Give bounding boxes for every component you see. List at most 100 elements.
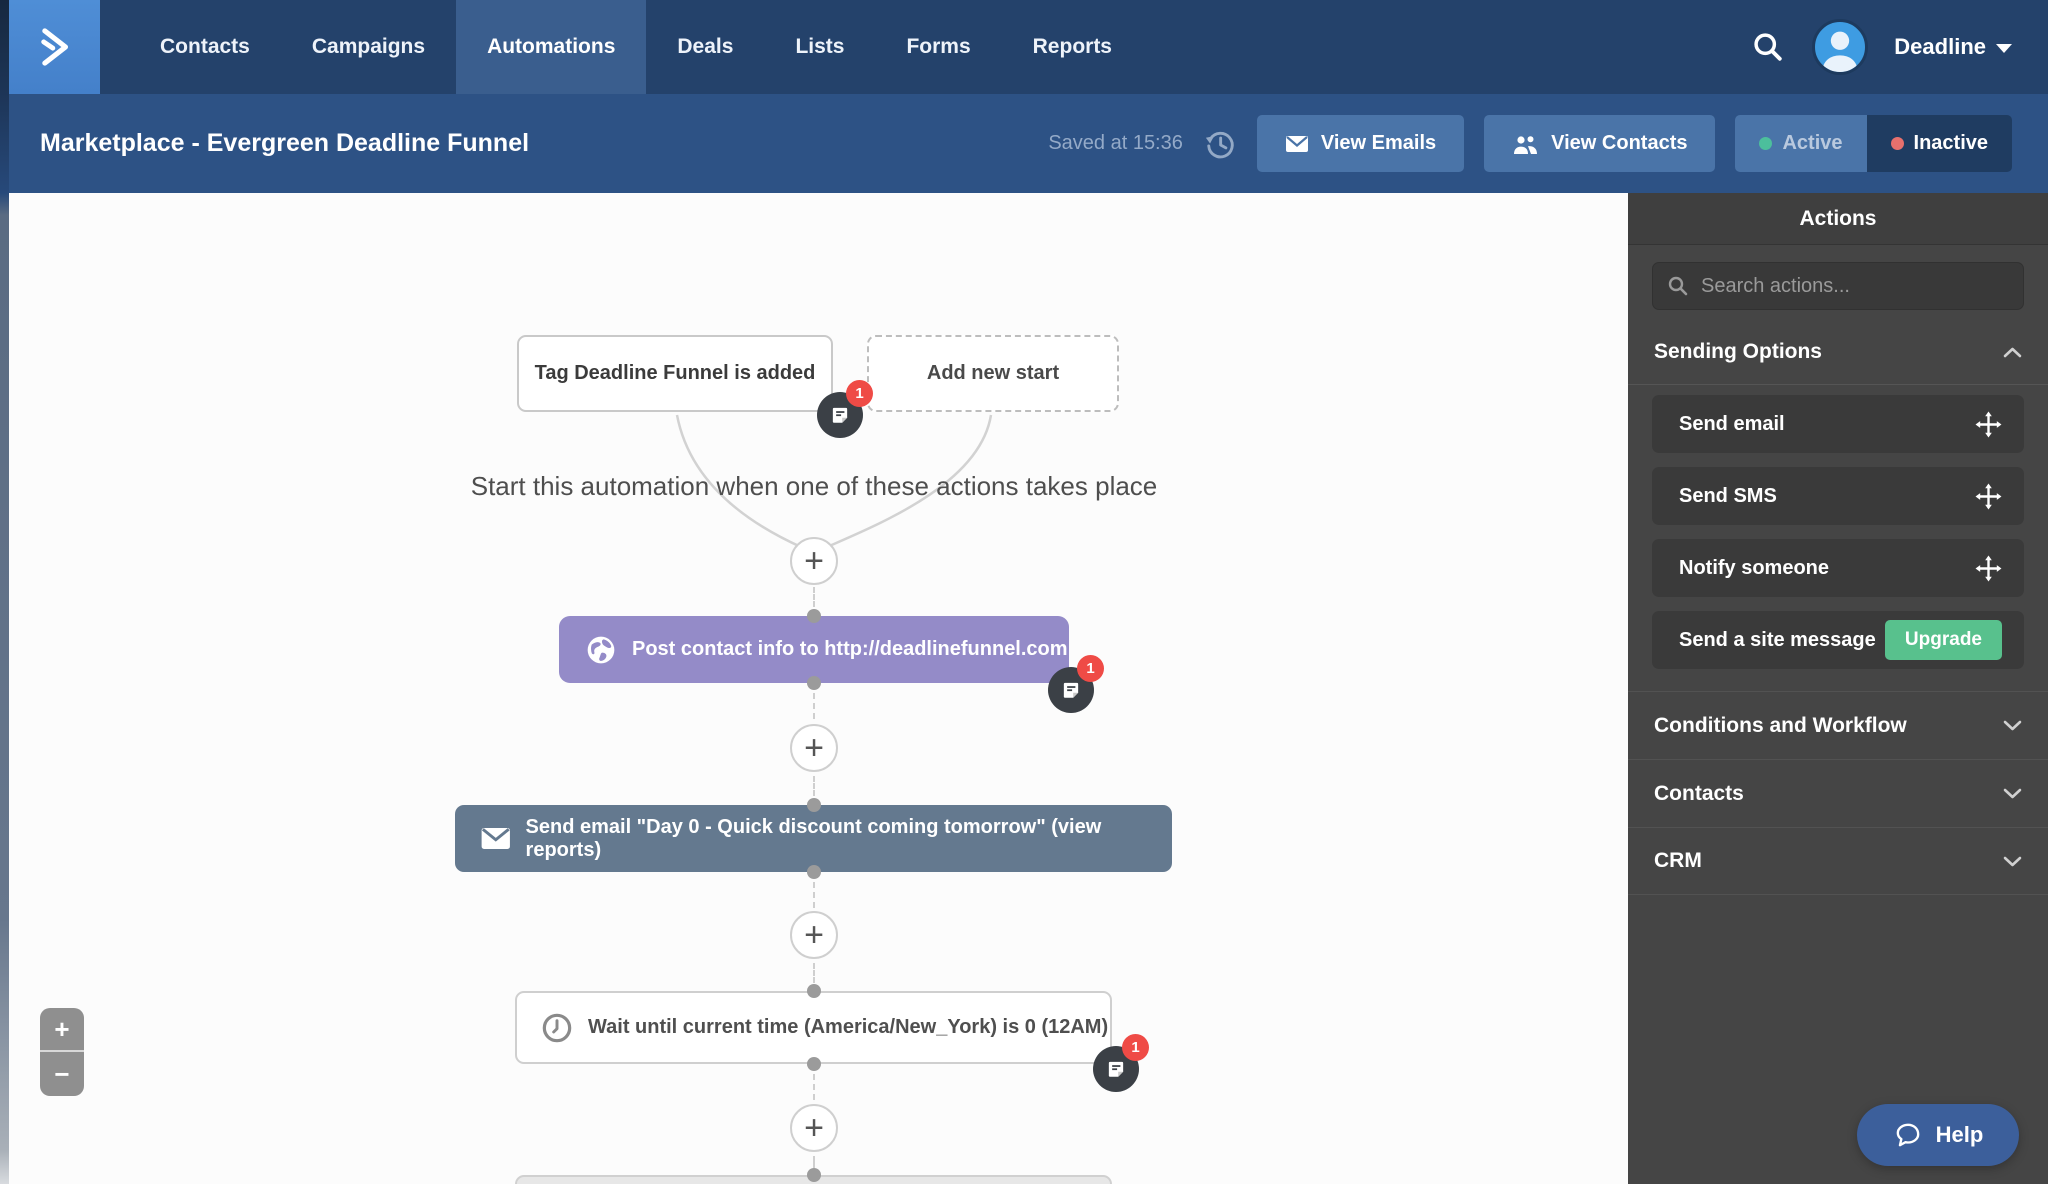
connector-line (813, 776, 815, 796)
active-status-dot (1759, 137, 1773, 150)
envelope-icon (1285, 135, 1308, 152)
action-item-site-message[interactable]: Send a site message Upgrade (1652, 611, 2024, 669)
account-name: Deadline (1894, 34, 1986, 59)
connector-line (813, 1074, 815, 1100)
help-button[interactable]: Help (1857, 1104, 2019, 1166)
section-label: CRM (1654, 849, 1702, 872)
revision-history-button[interactable] (1203, 127, 1237, 161)
webhook-node-label: Post contact info to http://deadlinefunn… (632, 638, 1068, 660)
header-controls: Saved at 15:36 View Emails View Contacts (1048, 94, 2012, 193)
drag-move-icon[interactable] (1975, 483, 2002, 510)
note-icon (832, 407, 848, 423)
nav-item-automations[interactable]: Automations (456, 0, 647, 94)
trigger-connector-curves (675, 414, 993, 549)
webhook-node[interactable]: Post contact info to http://deadlinefunn… (559, 616, 1069, 683)
automation-header-bar: Marketplace - Evergreen Deadline Funnel … (0, 94, 2048, 193)
action-item-label: Send SMS (1679, 484, 1777, 507)
connector-dot (807, 609, 821, 623)
note-icon (1108, 1061, 1124, 1077)
connector-line (813, 963, 815, 983)
send-email-node[interactable]: Send email "Day 0 - Quick discount comin… (455, 805, 1172, 872)
connector-dot (807, 798, 821, 812)
section-label: Sending Options (1654, 340, 1822, 363)
view-contacts-button[interactable]: View Contacts (1484, 115, 1716, 172)
inactive-label: Inactive (1913, 132, 1988, 154)
search-actions-input[interactable] (1652, 262, 2024, 310)
action-item-send-email[interactable]: Send email (1652, 395, 2024, 453)
upgrade-button[interactable]: Upgrade (1884, 620, 2002, 660)
wait-node-label: Wait until current time (America/New_Yor… (588, 1016, 1109, 1038)
chat-bubble-icon (1896, 1123, 1920, 1147)
chevron-down-icon (1996, 44, 2012, 53)
clock-icon (542, 1013, 572, 1042)
toggle-inactive[interactable]: Inactive (1866, 115, 2012, 172)
envelope-icon (481, 828, 510, 849)
send-email-node-label: Send email "Day 0 - Quick discount comin… (525, 815, 1102, 861)
primary-nav: Contacts Campaigns Automations Deals Lis… (129, 0, 1143, 94)
connector-line (813, 693, 815, 719)
drag-move-icon[interactable] (1975, 411, 2002, 438)
connector-dot (807, 984, 821, 998)
zoom-in-button[interactable]: + (40, 1008, 84, 1052)
connector-line (813, 587, 815, 607)
add-action-button-1[interactable]: + (790, 537, 838, 585)
nav-item-campaigns[interactable]: Campaigns (311, 35, 426, 58)
start-heading: Start this automation when one of these … (470, 471, 1158, 501)
note-count-badge: 1 (1122, 1034, 1149, 1061)
section-crm[interactable]: CRM (1628, 827, 2048, 895)
toggle-active[interactable]: Active (1735, 115, 1867, 172)
section-label: Conditions and Workflow (1654, 713, 1907, 737)
section-sending-options[interactable]: Sending Options (1628, 320, 2048, 384)
action-item-label: Notify someone (1679, 556, 1830, 579)
divider (1628, 384, 2048, 385)
chevron-up-icon (2003, 347, 2022, 357)
nav-item-reports[interactable]: Reports (1032, 35, 1112, 58)
globe-icon (587, 636, 615, 663)
chevron-down-icon (2003, 788, 2022, 799)
search-icon (1668, 276, 1688, 296)
activecampaign-logo[interactable] (8, 0, 100, 94)
history-clock-icon (1205, 131, 1234, 158)
add-action-button-3[interactable]: + (790, 911, 838, 959)
nav-item-deals[interactable]: Deals (677, 35, 734, 58)
trigger-node-tag-added[interactable]: Tag Deadline Funnel is added (517, 335, 833, 412)
active-inactive-toggle: Active Inactive (1735, 115, 2012, 172)
add-action-button-4[interactable]: + (790, 1104, 838, 1152)
connector-dot (807, 865, 821, 879)
note-badge-wait[interactable]: 1 (1093, 1034, 1149, 1092)
nav-item-forms[interactable]: Forms (906, 35, 971, 58)
account-menu[interactable]: Deadline (1894, 34, 2012, 60)
contacts-people-icon (1514, 135, 1538, 154)
section-conditions-workflow[interactable]: Conditions and Workflow (1628, 691, 2048, 759)
note-badge-trigger[interactable]: 1 (817, 380, 873, 438)
zoom-out-button[interactable]: − (40, 1052, 84, 1096)
actions-sidebar: Actions Sending Options Send email (1628, 193, 2048, 1184)
canvas-left-edge (0, 0, 9, 1184)
note-count-badge: 1 (846, 380, 873, 407)
section-contacts[interactable]: Contacts (1628, 759, 2048, 827)
add-new-start-button[interactable]: Add new start (867, 335, 1119, 412)
canvas-zoom-controls: + − (40, 1008, 84, 1096)
inactive-status-dot (1890, 137, 1904, 150)
action-item-send-sms[interactable]: Send SMS (1652, 467, 2024, 525)
nav-right-group: Deadline (1750, 0, 2012, 94)
avatar[interactable] (1812, 19, 1869, 75)
note-count-badge: 1 (1077, 655, 1104, 682)
search-icon[interactable] (1750, 29, 1786, 65)
action-item-notify-someone[interactable]: Notify someone (1652, 539, 2024, 597)
top-nav-bar: Contacts Campaigns Automations Deals Lis… (0, 0, 2048, 94)
add-action-button-2[interactable]: + (790, 724, 838, 772)
note-icon (1063, 682, 1079, 698)
action-item-list: Send email Send SMS (1628, 385, 2048, 691)
connector-line (813, 882, 815, 908)
automation-canvas[interactable]: Start this automation when one of these … (0, 193, 1628, 1184)
chevron-logo-icon (41, 28, 69, 66)
drag-move-icon[interactable] (1975, 555, 2002, 582)
note-badge-webhook[interactable]: 1 (1048, 655, 1104, 713)
view-emails-button[interactable]: View Emails (1256, 115, 1465, 172)
saved-status: Saved at 15:36 (1048, 132, 1183, 154)
action-item-label: Send email (1679, 412, 1785, 435)
nav-item-contacts[interactable]: Contacts (160, 35, 250, 58)
wait-node[interactable]: Wait until current time (America/New_Yor… (515, 991, 1112, 1064)
nav-item-lists[interactable]: Lists (795, 35, 845, 58)
